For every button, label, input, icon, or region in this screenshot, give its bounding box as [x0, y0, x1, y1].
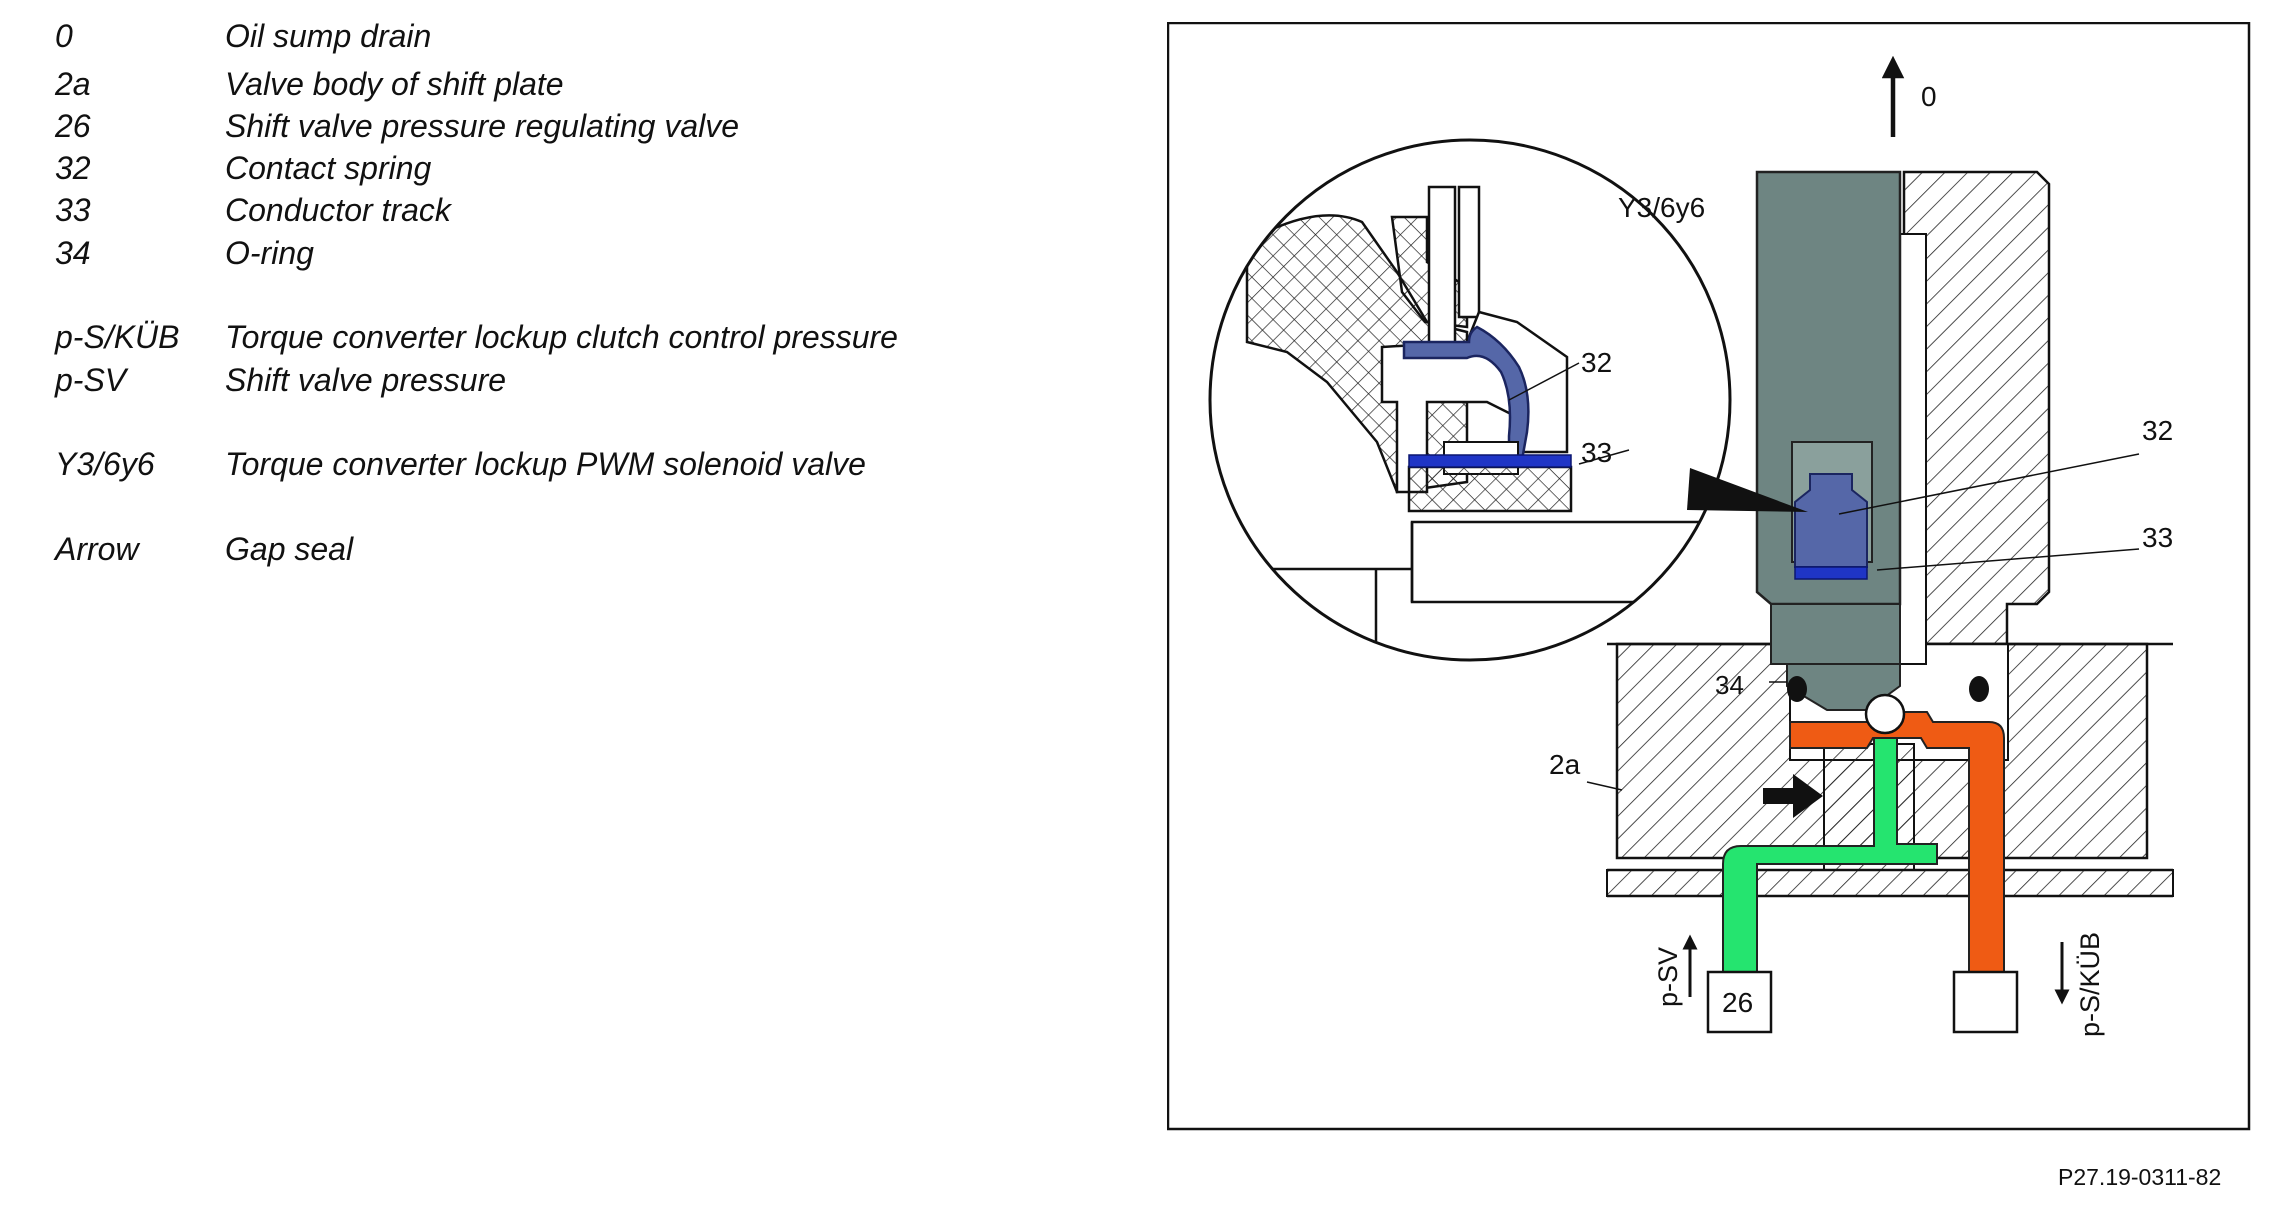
legend-desc: Shift valve pressure regulating valve [225, 108, 740, 144]
solenoid-body [1755, 170, 1902, 711]
magnifier-pointer [1687, 468, 1808, 512]
legend-desc: Torque converter lockup clutch control p… [225, 319, 898, 355]
legend-desc: Gap seal [225, 531, 354, 567]
label-track-detail: 33 [1581, 437, 1612, 468]
o-ring [1969, 676, 1989, 702]
label-spring-detail: 32 [1581, 347, 1612, 378]
o-ring [1787, 676, 1807, 702]
label-track: 33 [2142, 522, 2173, 553]
legend-code: p-S/KÜB [55, 319, 180, 355]
legend-desc: Contact spring [225, 150, 432, 186]
label-solenoid: Y3/6y6 [1618, 192, 1705, 223]
conductor-track [1794, 566, 1868, 580]
label-shift-pressure: p-SV [1653, 947, 1683, 1007]
shift-valve-box [1706, 970, 1773, 1034]
legend-code: 34 [55, 235, 91, 271]
shift-pressure-channel [1722, 729, 1938, 981]
legend-desc: O-ring [225, 235, 314, 271]
solenoid-valve-diagram: 0 Y3/6y6 32 33 32 33 34 2a 26 p-SV p-S/K… [1167, 22, 2251, 1131]
legend-desc: Torque converter lockup PWM solenoid val… [225, 446, 866, 482]
label-converter-pressure: p-S/KÜB [2075, 932, 2105, 1037]
legend-desc: Conductor track [225, 192, 451, 228]
label-shift-valve: 26 [1722, 987, 1753, 1018]
label-spring: 32 [2142, 415, 2173, 446]
legend-desc: Oil sump drain [225, 18, 432, 54]
leader-line [1586, 781, 1623, 791]
label-valve-body: 2a [1549, 749, 1581, 780]
label-oil-drain: 0 [1921, 81, 1937, 112]
legend-desc: Shift valve pressure [225, 362, 507, 398]
detail-magnifier [1208, 138, 1732, 662]
converter-pressure-channel [1789, 711, 2005, 981]
leader-line [1578, 449, 1630, 465]
leader-line [1876, 548, 2140, 571]
legend-code: 0 [55, 18, 73, 54]
legend-code: 26 [55, 108, 91, 144]
label-oring: 34 [1715, 670, 1744, 700]
legend-code: 32 [55, 150, 91, 186]
legend-code: 33 [55, 192, 91, 228]
legend-code: p-SV [55, 362, 127, 398]
legend-desc: Valve body of shift plate [225, 66, 564, 102]
legend-code: Arrow [55, 531, 139, 567]
figure-reference: P27.19-0311-82 [2058, 1164, 2222, 1190]
check-ball [1864, 693, 1906, 735]
leader-line [1838, 453, 2140, 515]
housing-wall [1899, 170, 2051, 665]
legend-code: 2a [55, 66, 91, 102]
leader-line [1508, 362, 1580, 401]
legend-code: Y3/6y6 [55, 446, 155, 482]
converter-valve-box [1952, 970, 2019, 1034]
gap-seal-arrow [1763, 774, 1823, 818]
